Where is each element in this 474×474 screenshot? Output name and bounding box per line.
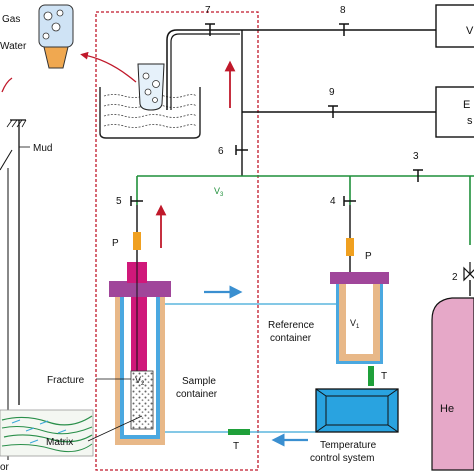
- water-label: Water: [0, 41, 27, 52]
- right-box-top-label: V: [466, 25, 474, 37]
- sample-temp-port: [228, 429, 250, 435]
- gas-water-bottle-icon: [38, 4, 74, 69]
- collection-tube-icon: [137, 63, 165, 111]
- beaker: [99, 87, 201, 139]
- valve-2-icon[interactable]: [463, 262, 474, 282]
- valve-9-icon[interactable]: [328, 105, 338, 118]
- right-box-mid: [435, 86, 474, 138]
- v3-label: V3: [214, 186, 224, 198]
- v2-label: V2: [135, 375, 145, 387]
- valve-6-label: 6: [218, 146, 224, 157]
- mud-label: Mud: [33, 143, 52, 154]
- valve-9-label: 9: [329, 87, 335, 98]
- sample-container[interactable]: [109, 262, 171, 445]
- valve-5-label: 5: [116, 196, 122, 207]
- reference-temp-port: [368, 366, 374, 386]
- valve-4-icon[interactable]: [343, 196, 356, 206]
- sample-container-label-1: Sample: [182, 376, 216, 387]
- sample-pressure-port: [133, 232, 141, 250]
- valve-8-label: 8: [340, 5, 346, 16]
- sample-pressure-label: P: [112, 238, 119, 249]
- v3-line: [136, 175, 474, 245]
- transfer-arrow: [80, 51, 137, 83]
- valve-3-icon[interactable]: [413, 169, 423, 182]
- fracture-label: Fracture: [47, 375, 85, 386]
- matrix-leader: [87, 415, 143, 442]
- matrix-label: Matrix: [46, 437, 73, 448]
- temperature-control-label-2: control system: [310, 453, 374, 464]
- sample-container-label-2: container: [176, 389, 218, 400]
- outlet-pipe: [166, 29, 242, 110]
- valve-7-icon[interactable]: [205, 23, 215, 36]
- sample-zone-box: [95, 11, 259, 471]
- reference-container[interactable]: [330, 272, 389, 364]
- valve-4-label: 4: [330, 196, 336, 207]
- valve-2-label: 2: [452, 272, 458, 283]
- reference-pressure-port: [346, 238, 354, 256]
- gas-label: Gas: [2, 14, 20, 25]
- valve-7-label: 7: [205, 5, 211, 16]
- he-label: He: [440, 403, 454, 415]
- valve-5-icon[interactable]: [130, 196, 143, 206]
- reference-temp-label: T: [381, 371, 387, 382]
- temperature-control-box[interactable]: [315, 388, 399, 433]
- reference-container-label-2: container: [270, 333, 312, 344]
- valve-3-label: 3: [413, 151, 419, 162]
- right-box-top: [435, 4, 474, 48]
- reference-container-label-1: Reference: [268, 320, 315, 331]
- temperature-control-label-1: Temperature: [320, 440, 377, 451]
- well-column: [0, 119, 27, 460]
- v1-label: V1: [350, 318, 360, 330]
- partial-left-label: or: [0, 462, 10, 473]
- partial-arc: [1, 77, 13, 93]
- valve-6-icon[interactable]: [235, 145, 248, 155]
- formation-block: [0, 409, 94, 457]
- valve-8-icon[interactable]: [339, 23, 349, 36]
- he-cylinder[interactable]: [431, 297, 474, 471]
- reference-pressure-label: P: [365, 251, 372, 262]
- right-box-mid-label-1: E: [463, 99, 470, 111]
- sample-temp-label: T: [233, 441, 239, 452]
- right-box-mid-label-2: s: [467, 115, 473, 127]
